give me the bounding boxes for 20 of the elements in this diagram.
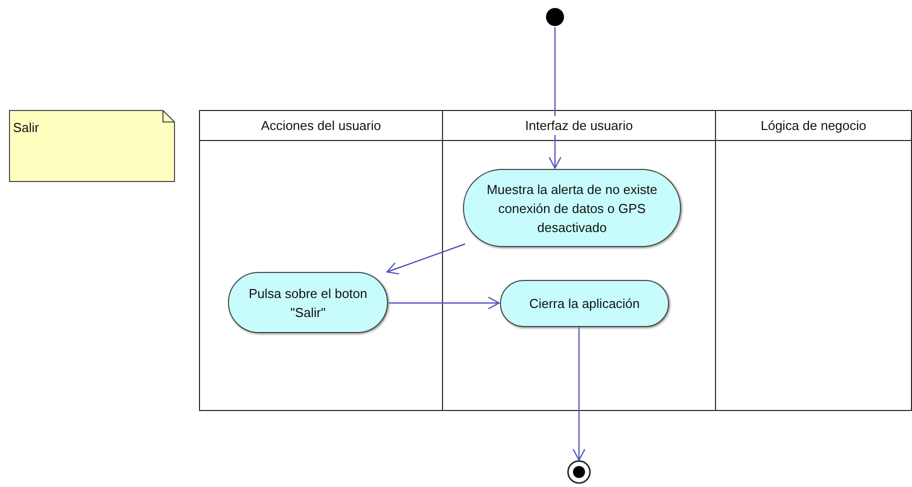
node-text: Interfaz de usuario <box>525 118 633 133</box>
node-text: Muestra la alerta de no existe conexión de datos o GPS desactivado <box>486 180 658 236</box>
node-text: Acciones del usuario <box>261 118 381 133</box>
end-node <box>567 460 591 484</box>
swimlane <box>442 110 715 411</box>
action-node <box>463 169 681 247</box>
swimlane <box>715 110 912 411</box>
node-text: Salir <box>13 120 40 135</box>
action-node <box>228 272 388 333</box>
note <box>9 110 175 182</box>
node-text: Pulsa sobre el boton "Salir" <box>248 284 368 322</box>
arrow <box>386 243 466 275</box>
node-text: Cierra la aplicación <box>529 295 640 313</box>
arrow <box>387 296 500 310</box>
arrow <box>572 326 586 461</box>
swimlane <box>199 110 442 411</box>
action-node <box>500 280 669 327</box>
arrow <box>548 27 562 169</box>
node-text: Lógica de negocio <box>760 118 866 133</box>
start-node <box>545 7 565 27</box>
